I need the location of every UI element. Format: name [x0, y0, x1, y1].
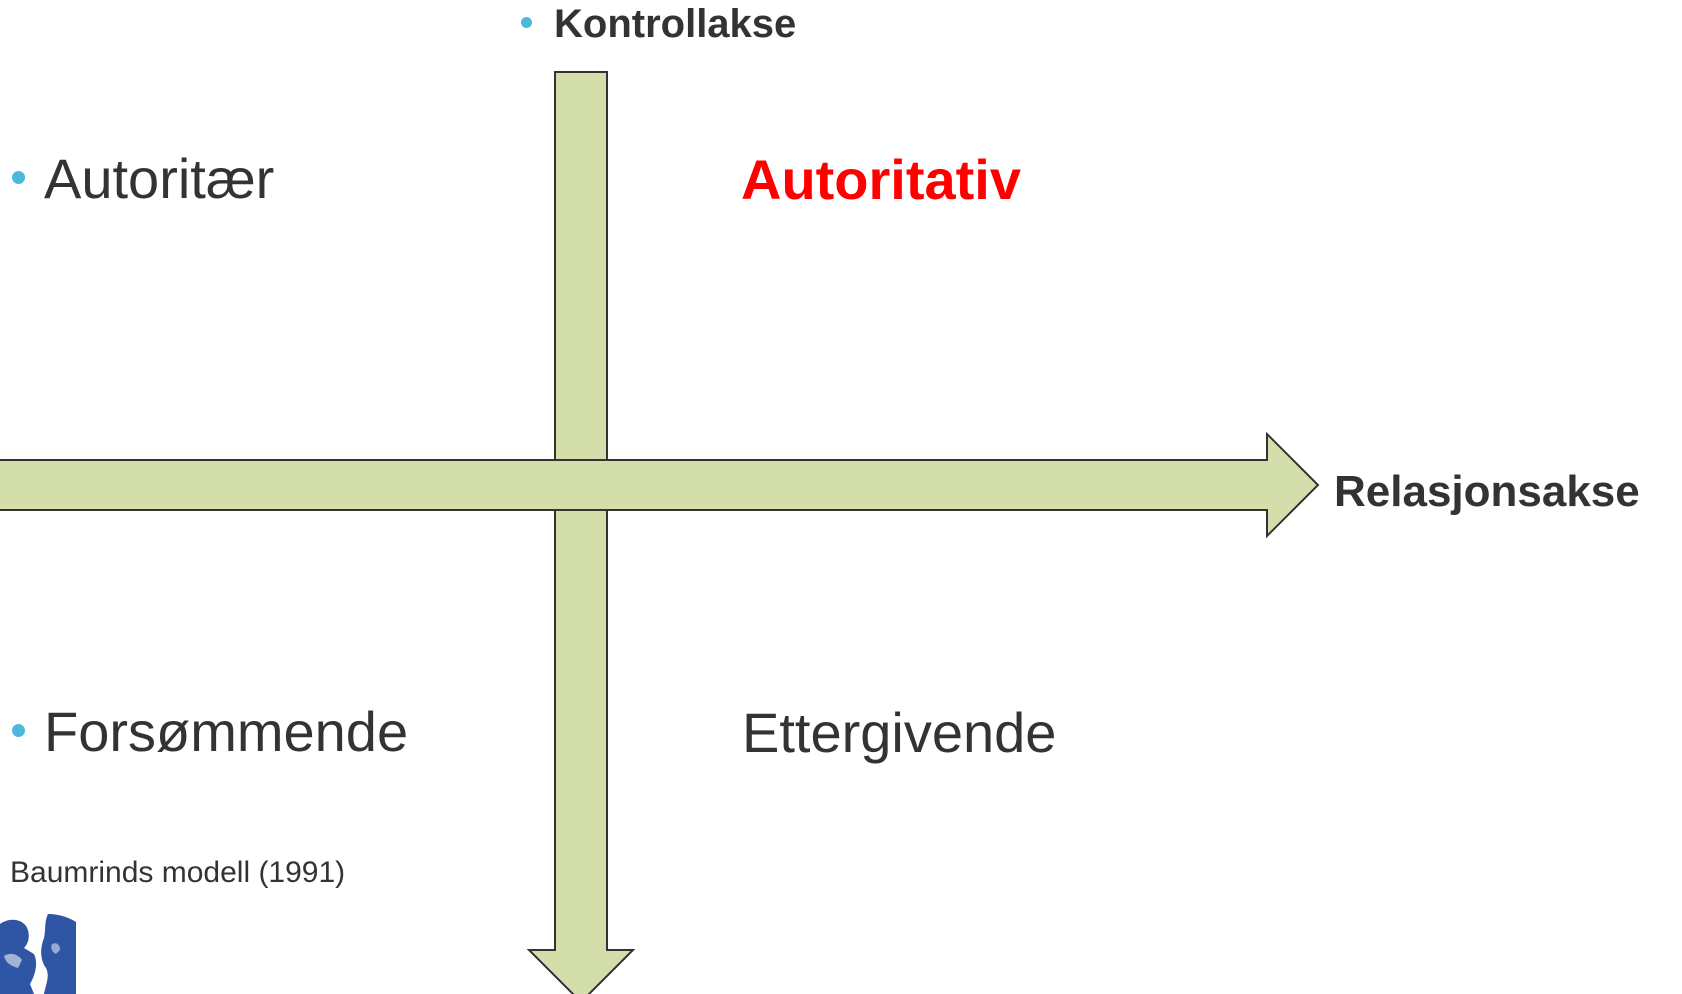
quadrant-top-right: Autoritativ	[741, 147, 1021, 213]
bullet-icon	[12, 170, 25, 184]
relation-axis-label: Relasjonsakse	[1334, 466, 1640, 518]
quadrant-top-left-text: Autoritær	[44, 147, 275, 210]
source-caption-text: Baumrinds modell (1991)	[10, 856, 346, 889]
quadrant-bottom-right: Ettergivende	[742, 700, 1056, 766]
source-caption: Baumrinds modell (1991)	[10, 855, 345, 891]
control-axis-label: Kontrollakse	[521, 0, 796, 48]
relation-axis-arrow	[0, 431, 1320, 539]
bullet-icon	[12, 723, 25, 737]
quadrant-bottom-left-text: Forsømmende	[44, 700, 409, 763]
control-axis-arrow	[526, 71, 636, 994]
children-photo-logo-icon	[0, 914, 76, 994]
control-axis-text: Kontrollakse	[554, 2, 797, 46]
quadrant-bottom-left: Forsømmende	[12, 699, 408, 765]
quadrant-top-left: Autoritær	[12, 146, 274, 212]
relation-axis-text: Relasjonsakse	[1334, 467, 1640, 516]
bullet-icon	[521, 16, 532, 28]
quadrant-bottom-right-text: Ettergivende	[742, 701, 1057, 764]
quadrant-top-right-text: Autoritativ	[741, 148, 1021, 211]
